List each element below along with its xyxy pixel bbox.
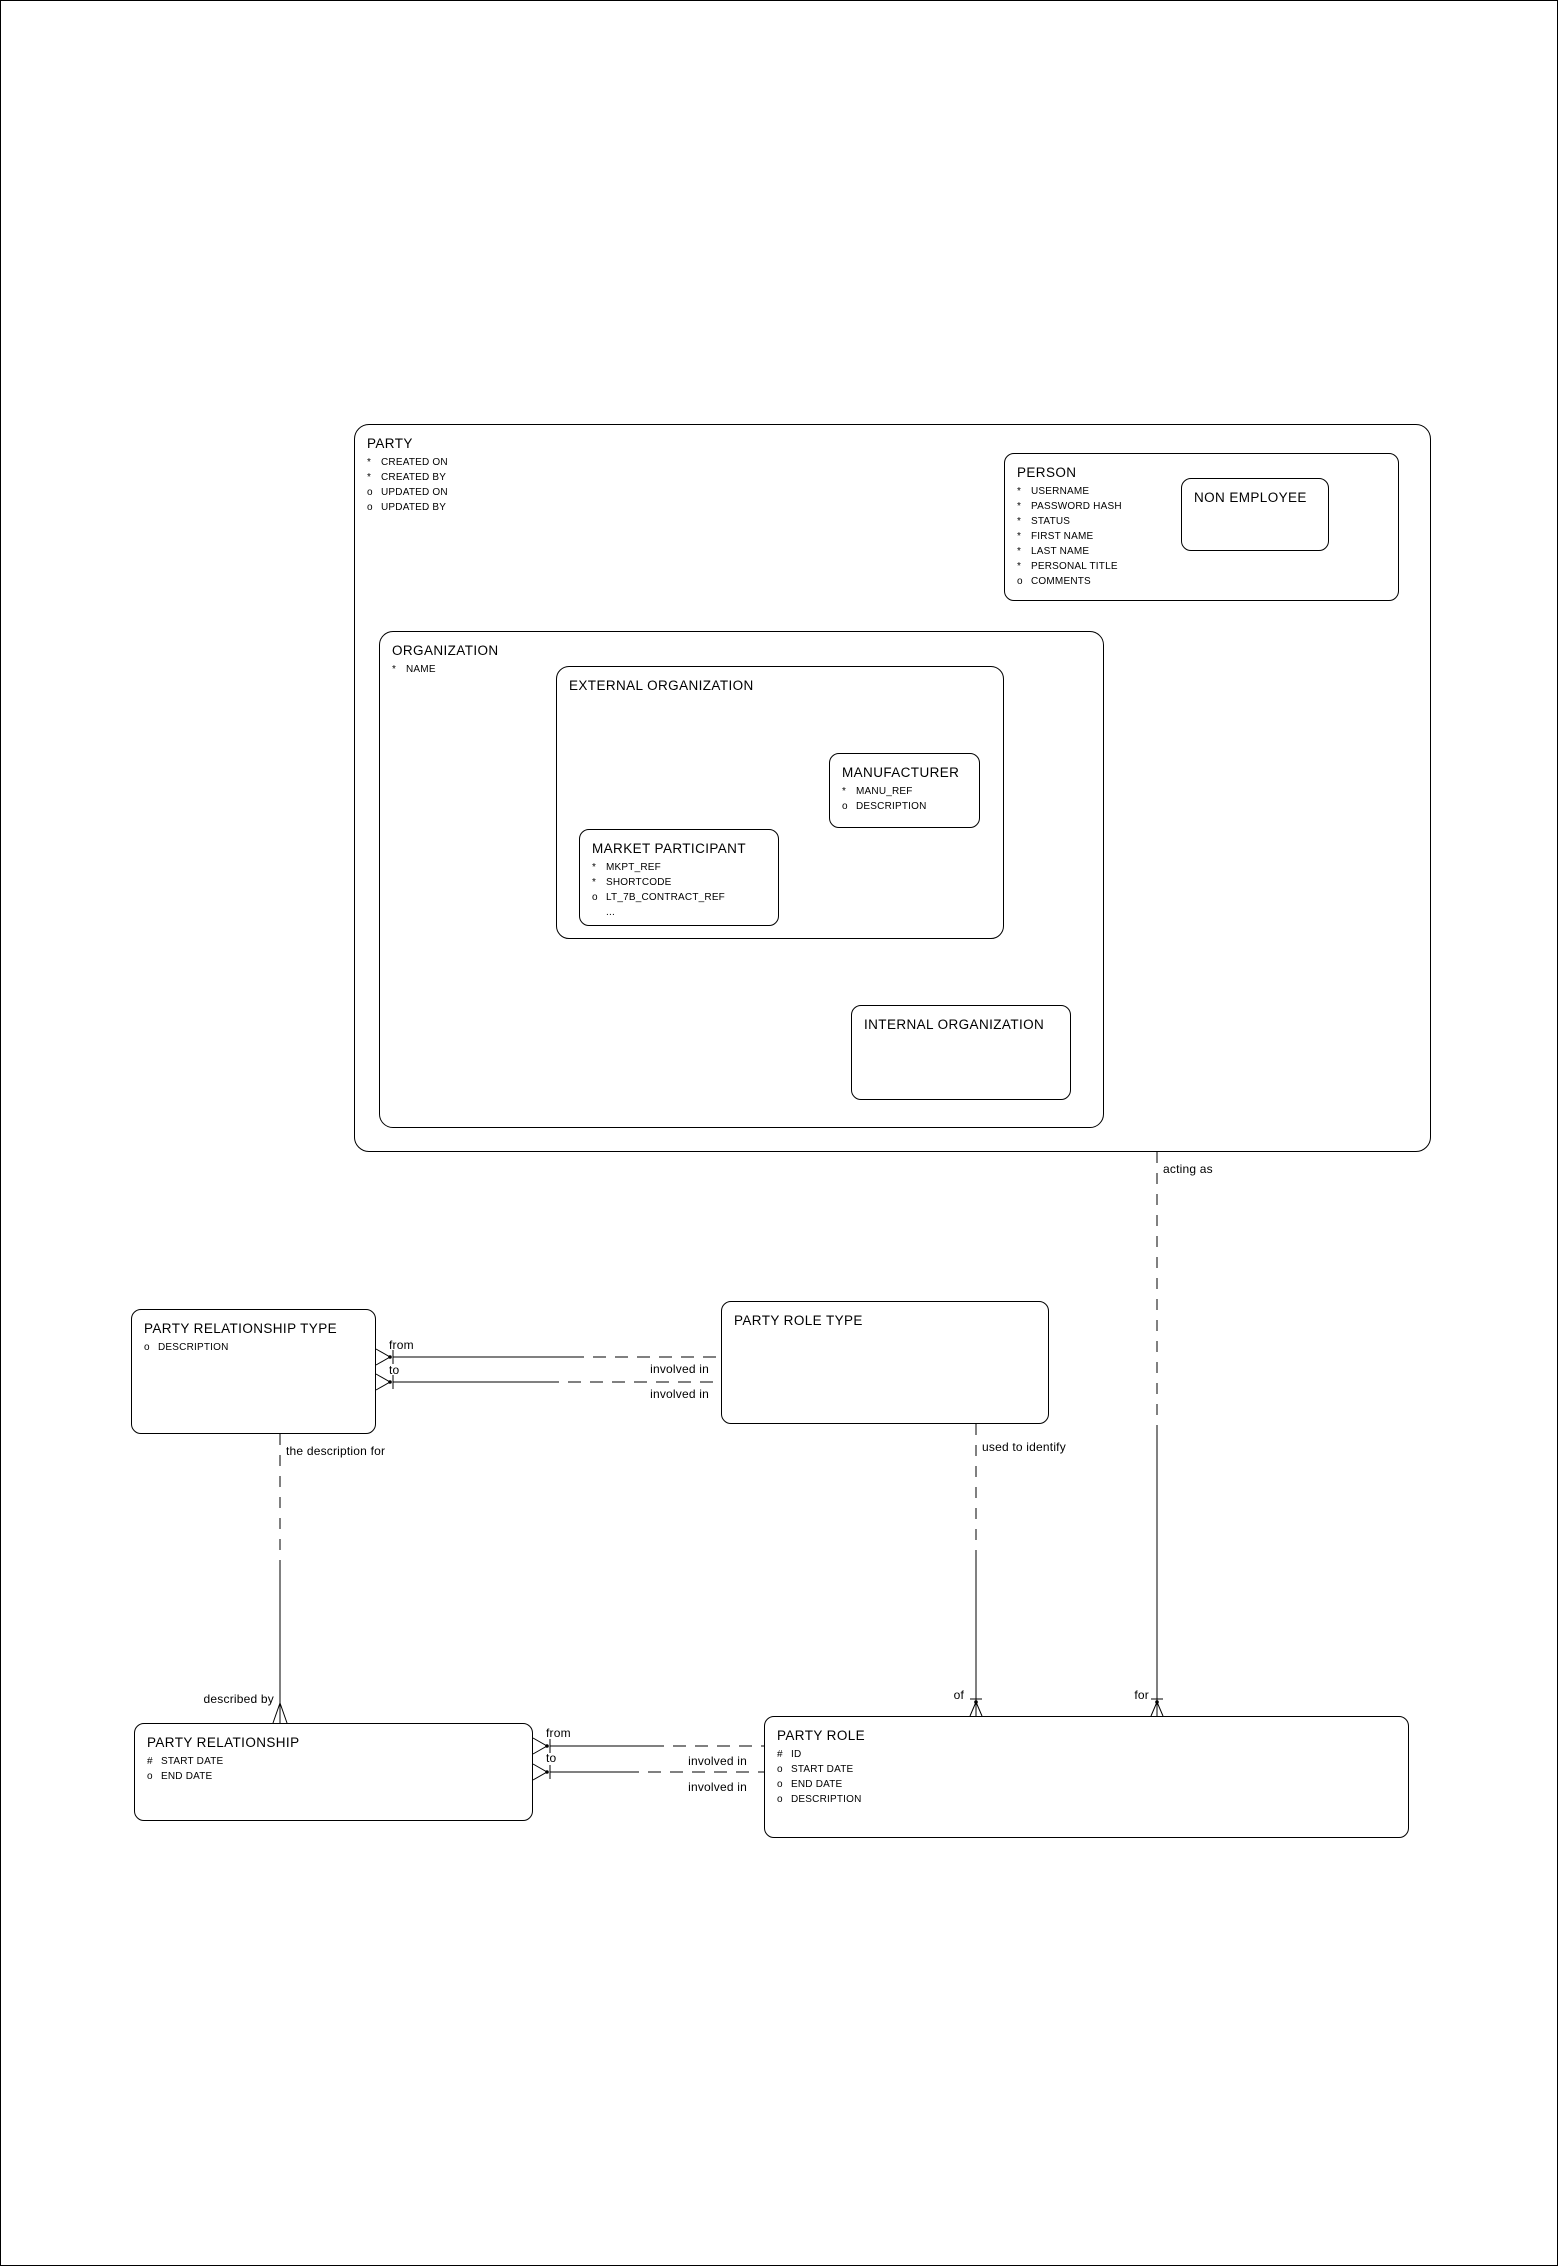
- attribute-row: *CREATED ON: [367, 457, 448, 468]
- relationship-label-acting-as: acting as: [1163, 1162, 1213, 1176]
- entity-title: PARTY RELATIONSHIP TYPE: [144, 1321, 338, 1336]
- attribute-list: *USERNAME *PASSWORD HASH *STATUS *FIRST …: [1017, 484, 1386, 589]
- attribute-row: *PASSWORD HASH: [1017, 501, 1122, 512]
- relationship-rel-from[interactable]: [532, 1737, 764, 1755]
- relationship-label-type-from: from: [389, 1338, 414, 1352]
- relationship-label-used-to-identify: used to identify: [982, 1440, 1066, 1454]
- relationship-label-described-by: described by: [203, 1692, 274, 1706]
- entity-title: PARTY: [367, 436, 413, 451]
- relationship-label-rel-to: to: [546, 1751, 557, 1765]
- relationship-description-for[interactable]: [272, 1434, 288, 1724]
- entity-title: MANUFACTURER: [842, 765, 960, 780]
- entity-title: NON EMPLOYEE: [1194, 490, 1307, 505]
- entity-party-role-type[interactable]: PARTY ROLE TYPE: [721, 1301, 1049, 1424]
- attribute-row: *MANU_REF: [842, 786, 913, 797]
- entity-title: MARKET PARTICIPANT: [592, 841, 746, 856]
- relationship-label-the-description-for: the description for: [286, 1444, 386, 1458]
- relationship-label-rel-from: from: [546, 1726, 571, 1740]
- attribute-row: #ID: [777, 1749, 802, 1760]
- attribute-row: *FIRST NAME: [1017, 531, 1094, 542]
- relationship-label-of: of: [953, 1688, 964, 1702]
- attribute-row: *LAST NAME: [1017, 546, 1090, 557]
- attribute-list: *NAME: [392, 662, 1091, 677]
- entity-title: EXTERNAL ORGANIZATION: [569, 678, 754, 693]
- relationship-label-type-involved-in-2: involved in: [650, 1387, 709, 1401]
- attribute-row: *SHORTCODE: [592, 877, 672, 888]
- entity-title: ORGANIZATION: [392, 643, 499, 658]
- attribute-row: *USERNAME: [1017, 486, 1090, 497]
- attribute-row: *PERSONAL TITLE: [1017, 561, 1118, 572]
- entity-title: PARTY RELATIONSHIP: [147, 1735, 300, 1750]
- attribute-row: *NAME: [392, 664, 436, 675]
- relationship-used-to-identify[interactable]: [969, 1424, 983, 1717]
- entity-title: PERSON: [1017, 465, 1077, 480]
- attribute-row: *CREATED BY: [367, 472, 447, 483]
- entity-title: PARTY ROLE TYPE: [734, 1313, 863, 1328]
- relationship-label-for: for: [1134, 1688, 1149, 1702]
- relationship-label-rel-involved-in-2: involved in: [688, 1780, 747, 1794]
- attribute-row: #START DATE: [147, 1756, 224, 1767]
- attribute-row: *MKPT_REF: [592, 862, 661, 873]
- entity-market-participant[interactable]: MARKET PARTICIPANT *MKPT_REF *SHORTCODE …: [579, 829, 779, 926]
- entity-internal-organization[interactable]: INTERNAL ORGANIZATION: [851, 1005, 1071, 1100]
- entity-non-employee[interactable]: NON EMPLOYEE: [1181, 478, 1329, 551]
- relationship-acting-as[interactable]: [1150, 1152, 1164, 1717]
- relationship-label-type-to: to: [389, 1363, 400, 1377]
- entity-title: PARTY ROLE: [777, 1728, 866, 1743]
- attribute-row: *STATUS: [1017, 516, 1071, 527]
- relationship-label-rel-involved-in-1: involved in: [688, 1754, 747, 1768]
- attribute-row: ...: [606, 907, 615, 918]
- entity-title: INTERNAL ORGANIZATION: [864, 1017, 1045, 1032]
- relationship-label-type-involved-in-1: involved in: [650, 1362, 709, 1376]
